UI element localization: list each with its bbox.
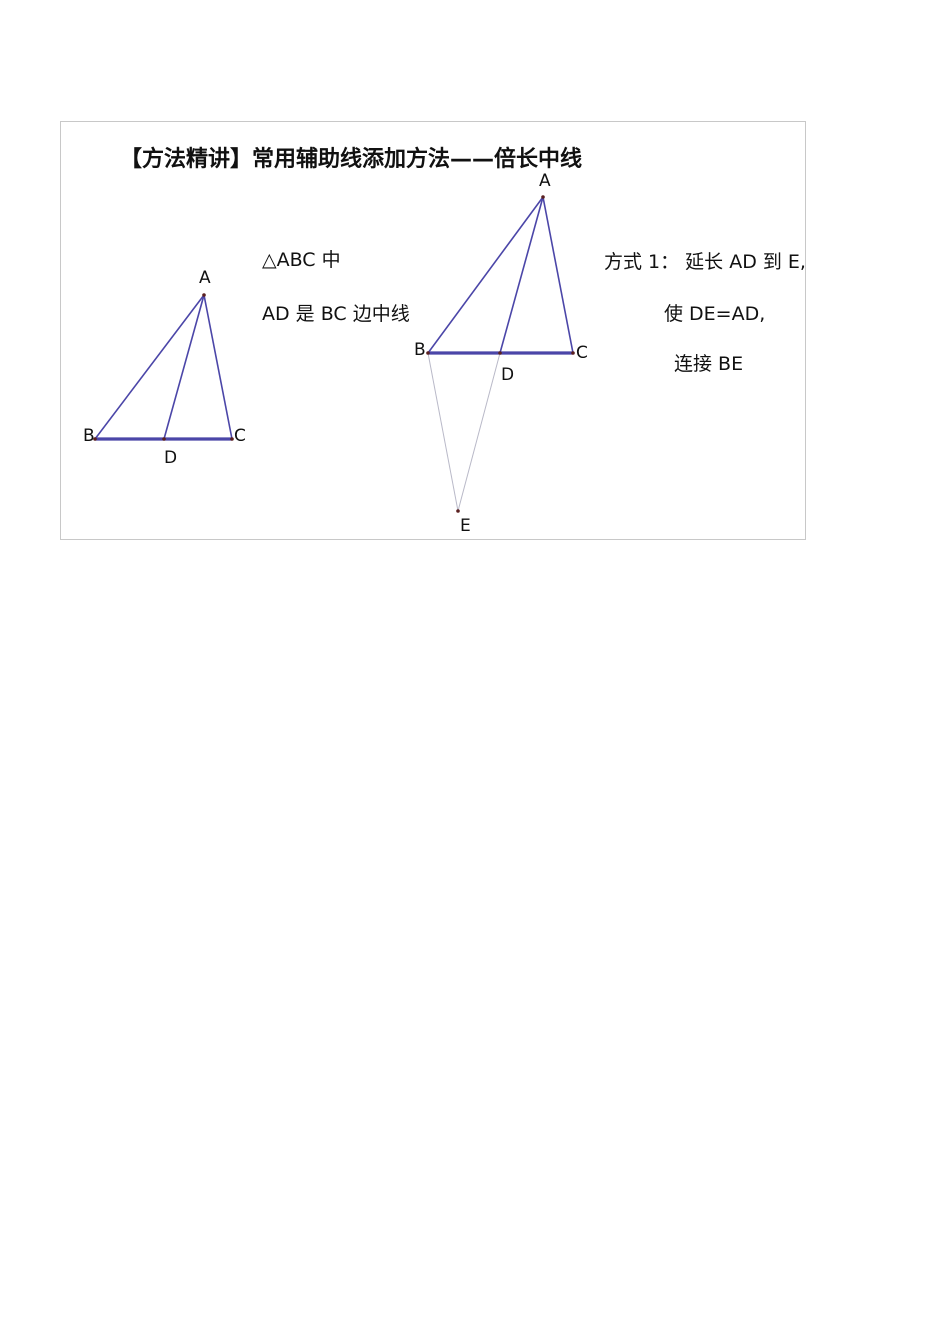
page-title: 【方法精讲】常用辅助线添加方法——倍长中线 xyxy=(120,146,582,172)
left-side-ac xyxy=(203,294,233,440)
left-label-a: A xyxy=(199,268,211,288)
figure-panel xyxy=(60,121,806,540)
right-label-a: A xyxy=(539,171,551,191)
method-line-2: 使 DE=AD, xyxy=(664,303,765,325)
left-point-b xyxy=(93,437,97,441)
left-median-ad xyxy=(163,294,205,440)
left-label-b: B xyxy=(83,426,95,446)
given-line-2: AD 是 BC 边中线 xyxy=(262,303,410,325)
right-label-e: E xyxy=(460,516,471,536)
left-label-d: D xyxy=(164,448,177,468)
method-line-3: 连接 BE xyxy=(674,353,743,375)
left-point-a xyxy=(202,293,206,297)
right-label-c: C xyxy=(576,343,588,363)
left-point-c xyxy=(230,437,234,441)
right-triangle-figure: A B C D E xyxy=(414,171,588,536)
segment-be xyxy=(427,352,459,512)
right-label-b: B xyxy=(414,340,426,360)
right-side-ac xyxy=(542,196,574,354)
given-line-1: △ABC 中 xyxy=(262,249,341,271)
left-label-c: C xyxy=(234,426,246,446)
extension-de xyxy=(457,352,501,512)
left-triangle-figure: A B C D xyxy=(83,268,246,468)
right-point-c xyxy=(571,351,575,355)
left-side-ab xyxy=(94,294,205,440)
right-point-b xyxy=(426,351,430,355)
right-point-d xyxy=(498,351,502,355)
right-point-a xyxy=(541,195,545,199)
left-point-d xyxy=(162,437,166,441)
method-line-1: 方式 1： 延长 AD 到 E, xyxy=(604,251,806,273)
right-point-e xyxy=(456,509,460,513)
right-label-d: D xyxy=(501,365,514,385)
right-median-ad xyxy=(499,196,544,354)
right-side-ab xyxy=(427,196,544,354)
